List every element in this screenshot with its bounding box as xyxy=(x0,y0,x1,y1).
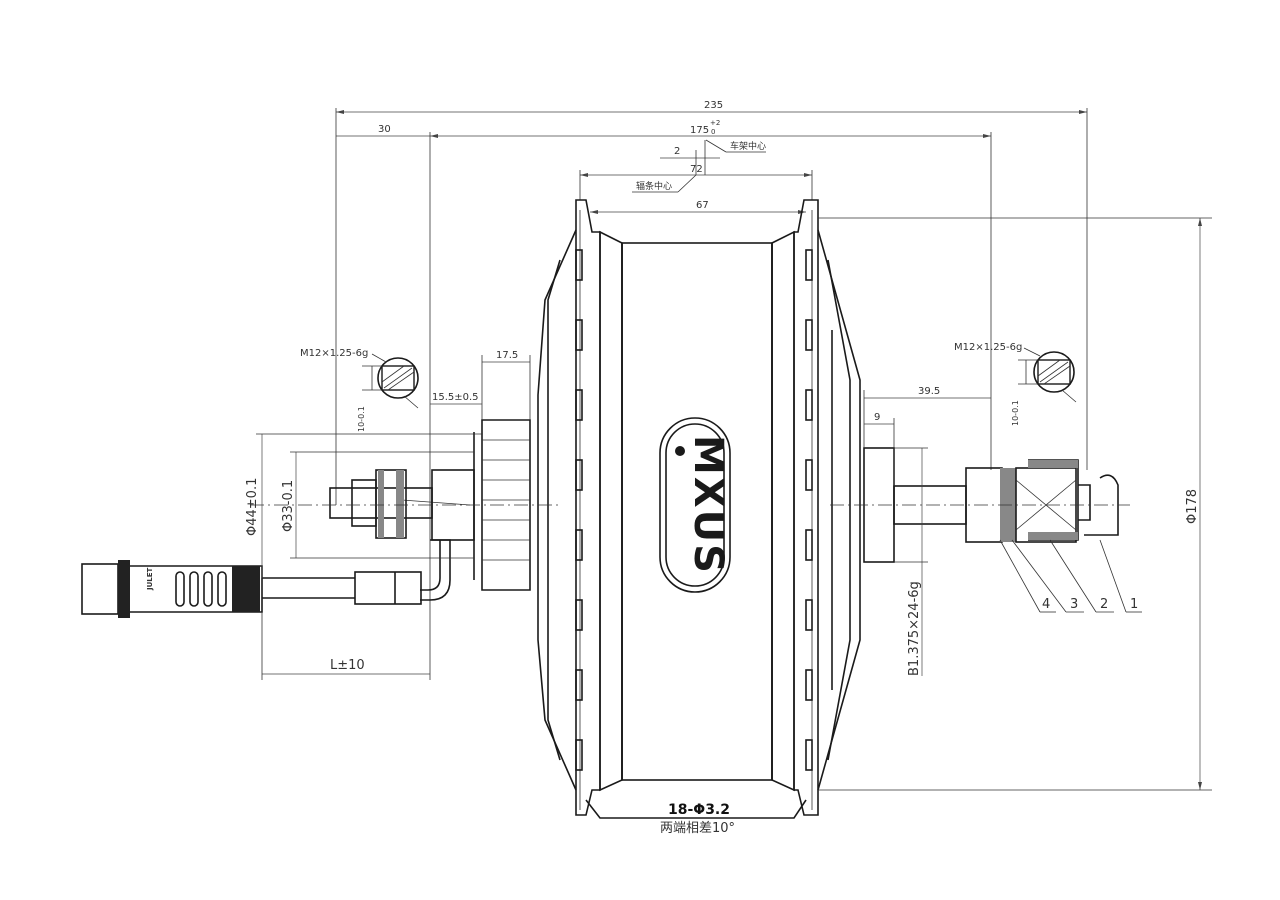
dim-overall: 235 xyxy=(704,100,723,111)
flat-tol-left: 10-0.1 xyxy=(357,406,366,432)
spoke-holes-note: 两端相差10° xyxy=(660,821,735,836)
spoke-holes-left xyxy=(575,249,583,771)
axle-section-right: 10-0.1 M12×1.25-6g xyxy=(954,342,1077,426)
left-axle-assembly xyxy=(250,419,560,601)
axle-section-left: 10-0.1 M12×1.25-6g xyxy=(300,348,419,432)
dim-dia-178: Φ178 xyxy=(1185,489,1200,524)
spoke-holes-spec: 18-Φ3.2 xyxy=(668,802,730,818)
dim-frame-width: 175 xyxy=(690,125,709,136)
part-number-4: 4 xyxy=(1042,597,1050,612)
dim-spacer: 15.5±0.5 xyxy=(432,392,479,403)
dim-dia-44: Φ44±0.1 xyxy=(245,478,260,536)
dim-freewheel-thread: B1.375×24-6g xyxy=(907,581,922,676)
flat-tol-right: 10-0.1 xyxy=(1011,400,1020,426)
dim-cable-length: L±10 xyxy=(330,658,365,673)
dim-offset-left: 30 xyxy=(378,124,391,135)
dim-washer: 9 xyxy=(874,412,880,423)
dim-shaft-right: 39.5 xyxy=(918,386,940,397)
right-axle-assembly xyxy=(830,447,1130,563)
dim-frame-tol-upper: +2 xyxy=(710,119,720,127)
dim-flange-span: 72 xyxy=(690,164,703,175)
part-number-2: 2 xyxy=(1100,597,1108,612)
side-dimensions: 17.5 15.5±0.5 39.5 9 Φ44±0.1 Φ33-0.1 Φ17… xyxy=(245,217,1212,836)
thread-right: M12×1.25-6g xyxy=(954,342,1022,353)
thread-left: M12×1.25-6g xyxy=(300,348,368,359)
dim-shell-width: 67 xyxy=(696,200,709,211)
part-number-1: 1 xyxy=(1130,597,1138,612)
motor-body: MXUS xyxy=(537,199,861,816)
dim-offset-small: 2 xyxy=(674,146,680,157)
brand-logo: MXUS xyxy=(685,435,731,575)
part-number-callouts: 4 3 2 1 xyxy=(999,539,1142,613)
dim-shaft-left: 17.5 xyxy=(496,350,518,361)
spoke-center-label: 辐条中心 xyxy=(636,180,672,192)
spoke-holes-right xyxy=(805,249,813,771)
part-number-3: 3 xyxy=(1070,597,1078,612)
top-dimensions: 235 30 175 +2 0 车架中心 2 72 辐条中心 67 xyxy=(335,100,1088,680)
dim-frame-tol-lower: 0 xyxy=(711,128,715,136)
frame-center-label: 车架中心 xyxy=(730,140,766,152)
dim-dia-33: Φ33-0.1 xyxy=(281,480,296,532)
connector-brand: JULET xyxy=(146,567,154,591)
motor-cable-connector: JULET xyxy=(81,560,422,618)
